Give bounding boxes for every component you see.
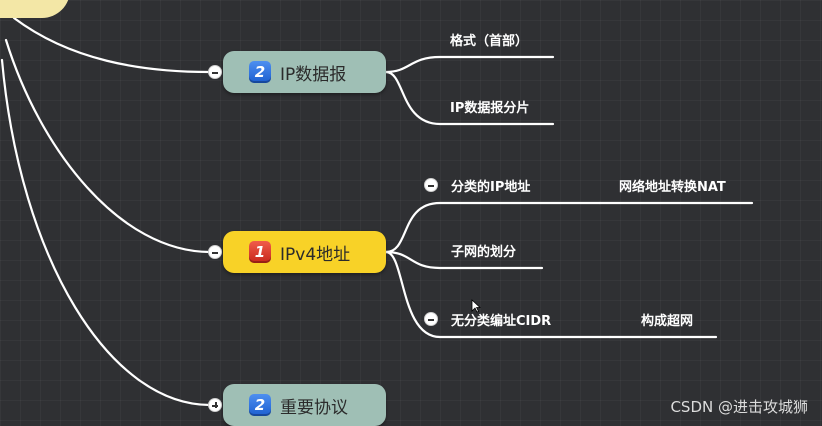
priority-badge-icon: 2: [249, 61, 271, 83]
branch-label: IPv4地址: [280, 244, 351, 265]
collapse-icon[interactable]: [424, 178, 438, 192]
connector-root-ip-datagram: [12, 16, 212, 74]
root-node[interactable]: [0, 0, 70, 18]
leaf-format[interactable]: 格式（首部）: [450, 34, 529, 49]
watermark: CSDN @进击攻城狮: [670, 398, 808, 416]
leaf-cidr[interactable]: 无分类编址CIDR: [451, 314, 552, 329]
collapse-icon[interactable]: [208, 65, 222, 79]
connector-ip-format: [384, 55, 555, 74]
connector-root-ipv4: [4, 38, 212, 254]
priority-badge-icon: 2: [249, 394, 271, 416]
mouse-cursor-icon: [471, 299, 481, 313]
priority-badge-icon: 1: [249, 241, 271, 263]
leaf-fragment[interactable]: IP数据报分片: [450, 101, 530, 116]
branch-label: IP数据报: [280, 64, 347, 85]
branch-label: 重要协议: [280, 397, 348, 418]
collapse-icon[interactable]: [208, 245, 222, 259]
leaf-subnetting[interactable]: 子网的划分: [451, 245, 517, 260]
leaf-nat[interactable]: 网络地址转换NAT: [619, 180, 726, 195]
connector-ip-fragment: [384, 70, 555, 126]
branch-ip-datagram[interactable]: 2 IP数据报: [223, 51, 386, 93]
branch-important-protocols[interactable]: 2 重要协议: [223, 384, 386, 426]
connector-ipv4-subnet: [384, 250, 544, 270]
branch-ipv4-address[interactable]: 1 IPv4地址: [223, 231, 386, 273]
connector-root-protocols: [0, 58, 212, 407]
leaf-classful-ip[interactable]: 分类的IP地址: [451, 180, 531, 195]
expand-icon[interactable]: [208, 398, 222, 412]
connector-ipv4-classful: [384, 201, 602, 254]
connector-ipv4-cidr: [384, 250, 612, 339]
leaf-supernet[interactable]: 构成超网: [641, 314, 694, 329]
collapse-icon[interactable]: [424, 312, 438, 326]
